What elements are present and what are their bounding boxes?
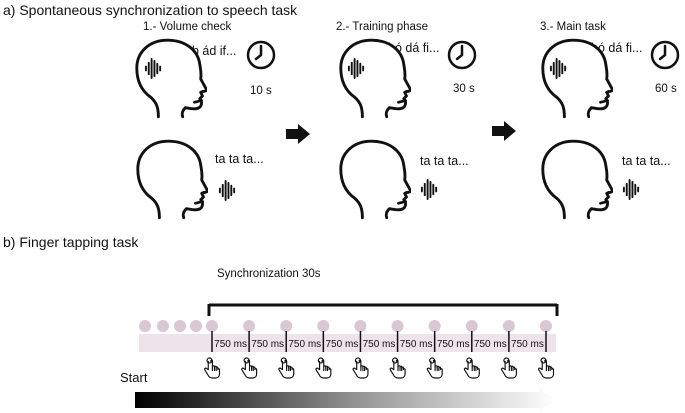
tap-beat-dot (502, 320, 515, 332)
tap-beat-dot (391, 320, 404, 332)
arrow-right-icon (286, 124, 310, 144)
tapping-hand-icon (389, 357, 406, 379)
tap-beat-dot (354, 320, 367, 332)
interval-label: 750 ms (214, 339, 247, 350)
step-2-response: ta ta ta... (420, 154, 469, 168)
step-1-title: 1.- Volume check (143, 21, 232, 33)
step-3-title: 3.- Main task (540, 21, 606, 33)
tap-beat-dot (428, 320, 441, 332)
pre-start-dot (174, 320, 186, 332)
pre-start-dot (139, 320, 151, 332)
interval-label: 750 ms (288, 339, 321, 350)
step-2-stimulus: bó dá fi... (388, 41, 440, 55)
tapping-hand-icon (278, 357, 295, 379)
step-3-response: ta ta ta... (622, 154, 671, 168)
tapping-hand-icon (241, 357, 258, 379)
sound-wave-icon (622, 178, 640, 201)
tap-beat-dot (540, 320, 552, 332)
tap-beat-dot (465, 320, 478, 332)
head-icon (339, 139, 411, 220)
head-icon (541, 38, 613, 119)
clock-icon (246, 40, 276, 70)
section-a-title: a) Spontaneous synchronization to speech… (3, 2, 298, 18)
sound-wave-icon (420, 178, 438, 201)
sync-bracket (207, 303, 559, 316)
tapping-hand-icon (426, 357, 443, 379)
tapping-hand-icon (352, 357, 369, 379)
step-1-duration: 10 s (250, 85, 272, 97)
interval-label: 750 ms (511, 339, 544, 350)
arrow-right-icon (492, 121, 516, 141)
tap-beat-dot (243, 320, 256, 332)
tapping-hand-icon (463, 357, 480, 379)
head-icon (135, 38, 207, 119)
tapping-hand-icon (538, 357, 555, 379)
step-1-response: ta ta ta... (215, 152, 264, 166)
tap-beat-dot (206, 320, 218, 332)
step-3-stimulus: bó dá fi... (591, 41, 643, 55)
pre-start-dot (190, 320, 202, 332)
head-icon (339, 38, 411, 119)
tapping-hand-icon (315, 357, 332, 379)
head-icon (136, 139, 208, 220)
tap-beat-dot (317, 320, 330, 332)
interval-label: 750 ms (437, 339, 470, 350)
clock-icon (650, 40, 680, 70)
timeline-band (139, 334, 556, 352)
head-icon (541, 139, 613, 220)
interval-label: 750 ms (363, 339, 396, 350)
step-2-duration: 30 s (453, 83, 475, 95)
tap-beat-dot (280, 320, 293, 332)
interval-label: 750 ms (400, 339, 433, 350)
tapping-hand-icon (500, 357, 518, 379)
sound-wave-icon (218, 179, 236, 202)
section-b-title: b) Finger tapping task (3, 234, 139, 250)
step-3-duration: 60 s (655, 83, 677, 95)
tapping-hand-icon (204, 357, 221, 379)
interval-label: 750 ms (325, 339, 358, 350)
bracket-label: Synchronization 30s (217, 268, 321, 280)
start-progress-arrow (135, 390, 557, 410)
start-label: Start (120, 370, 148, 385)
interval-label: 750 ms (251, 339, 284, 350)
pre-start-dot (157, 320, 169, 332)
step-2-title: 2.- Training phase (336, 21, 429, 33)
interval-label: 750 ms (474, 339, 507, 350)
clock-icon (447, 40, 477, 70)
